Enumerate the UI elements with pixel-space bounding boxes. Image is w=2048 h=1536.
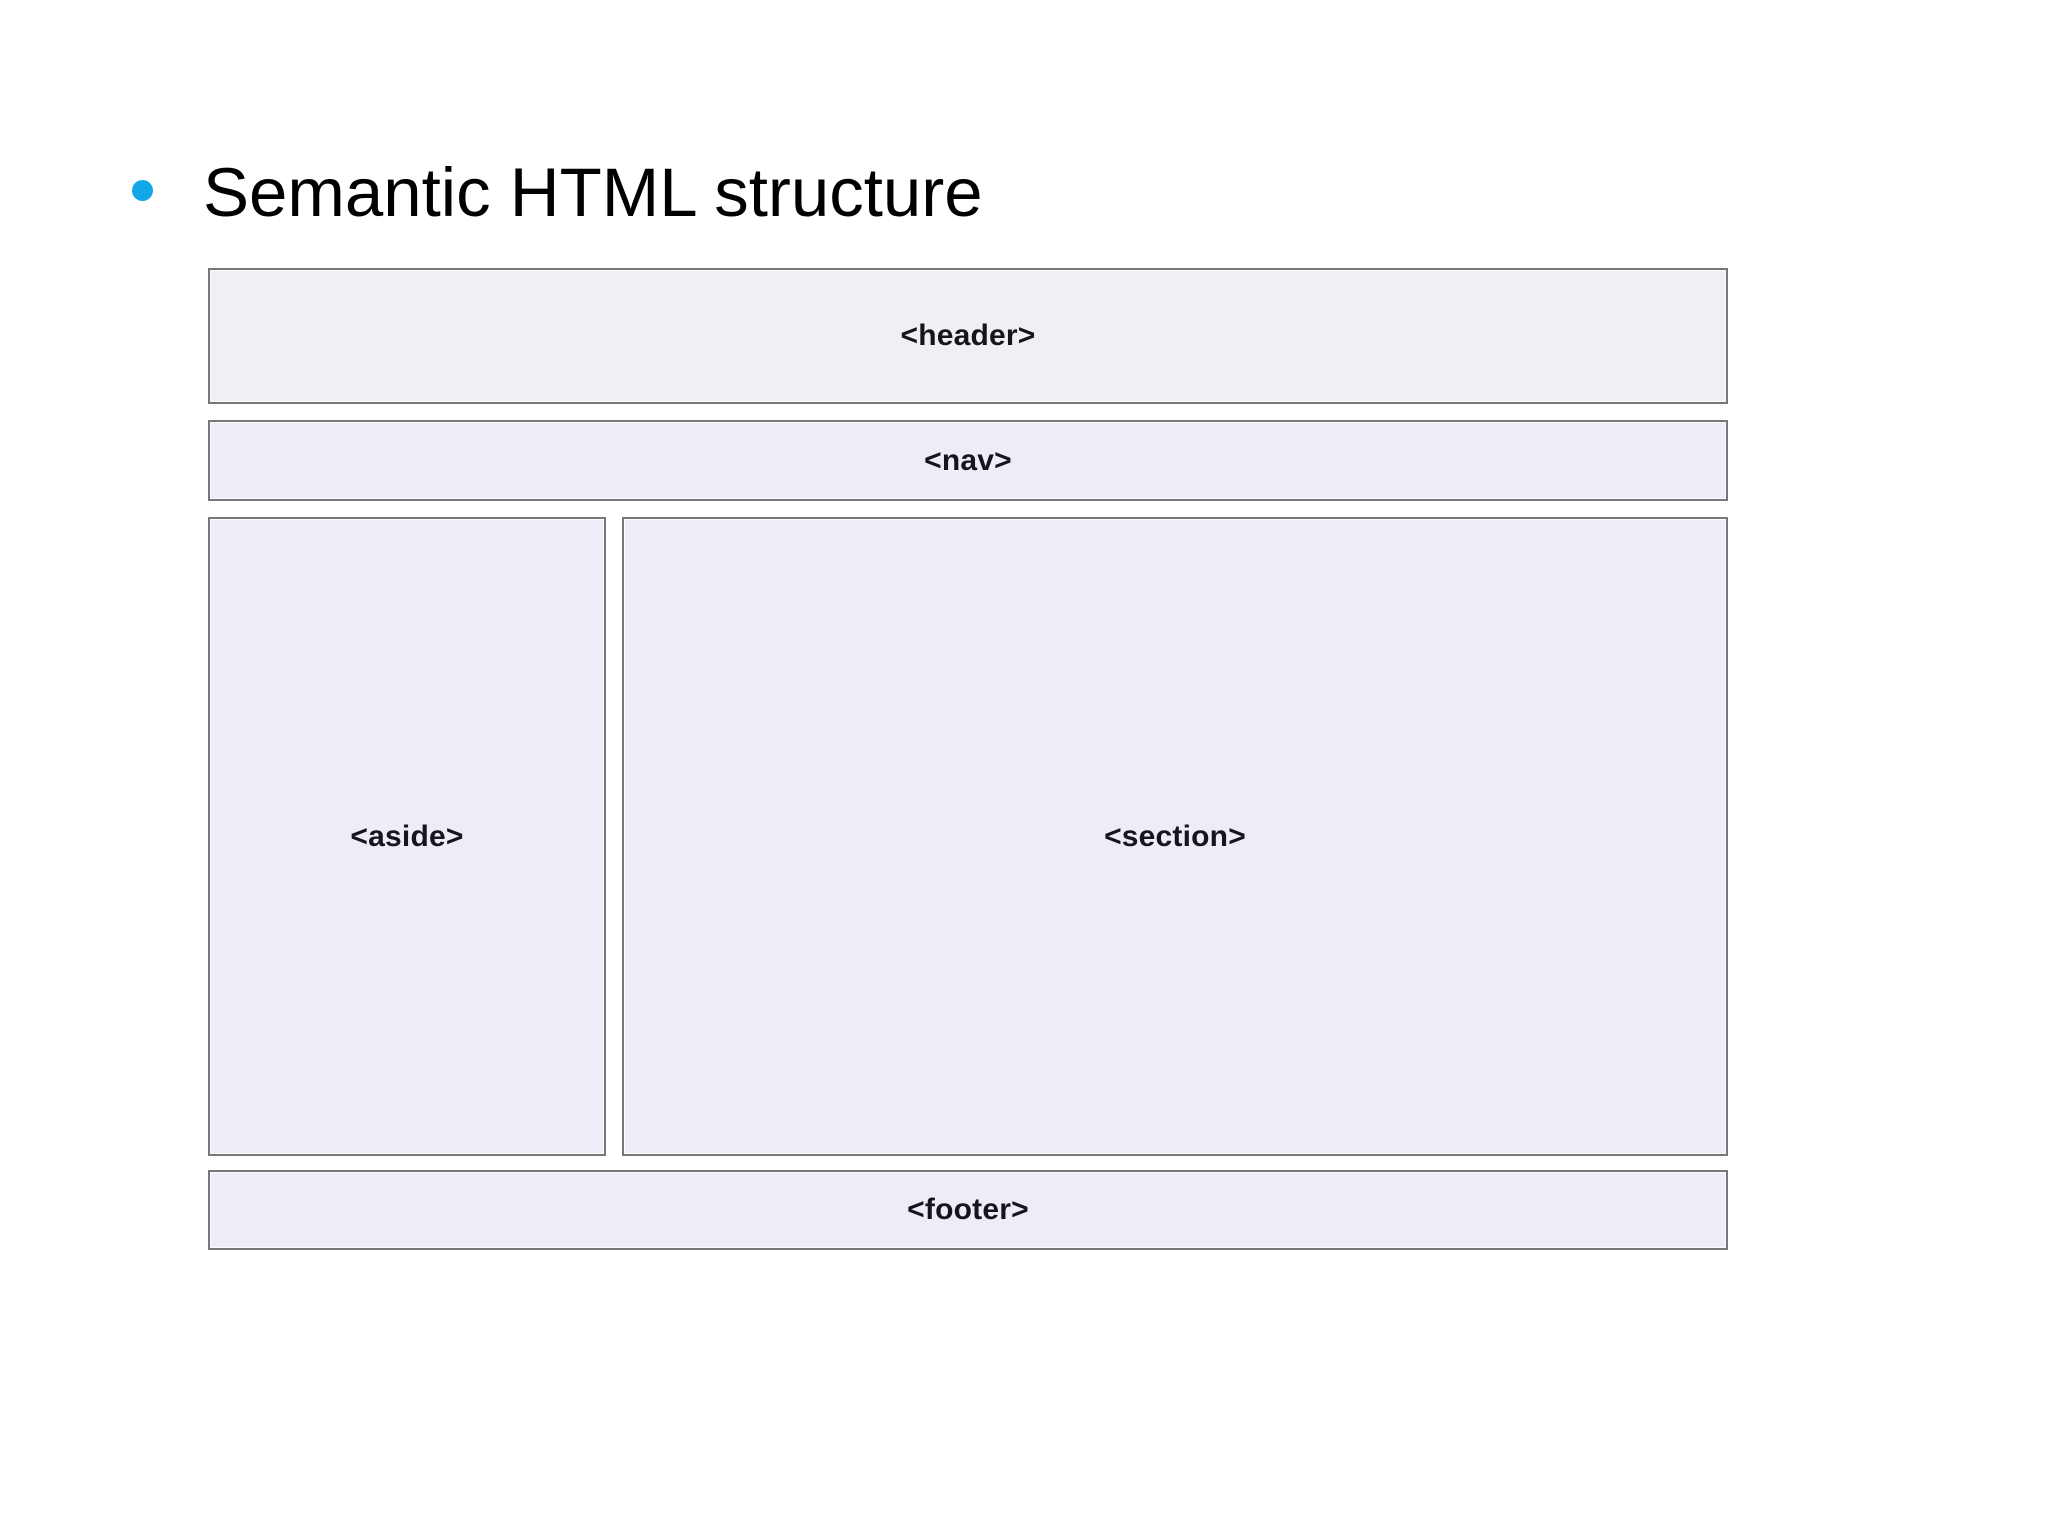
diagram-box-aside-label: <aside> (350, 819, 464, 853)
diagram-box-footer-label: <footer> (907, 1193, 1029, 1226)
diagram-box-header-label: <header> (900, 319, 1036, 352)
page-title: Semantic HTML structure (203, 154, 983, 231)
bullet-dot-icon (132, 180, 153, 201)
diagram-box-header: <header> (208, 268, 1728, 404)
diagram-box-aside: <aside> (208, 517, 606, 1156)
diagram-box-section-label: <section> (1104, 819, 1246, 853)
slide-title-bullet-row: Semantic HTML structure (120, 148, 1920, 238)
diagram-box-footer: <footer> (208, 1170, 1728, 1250)
diagram-box-section: <section> (622, 517, 1728, 1156)
diagram-box-nav: <nav> (208, 420, 1728, 501)
diagram-box-nav-label: <nav> (924, 443, 1012, 477)
